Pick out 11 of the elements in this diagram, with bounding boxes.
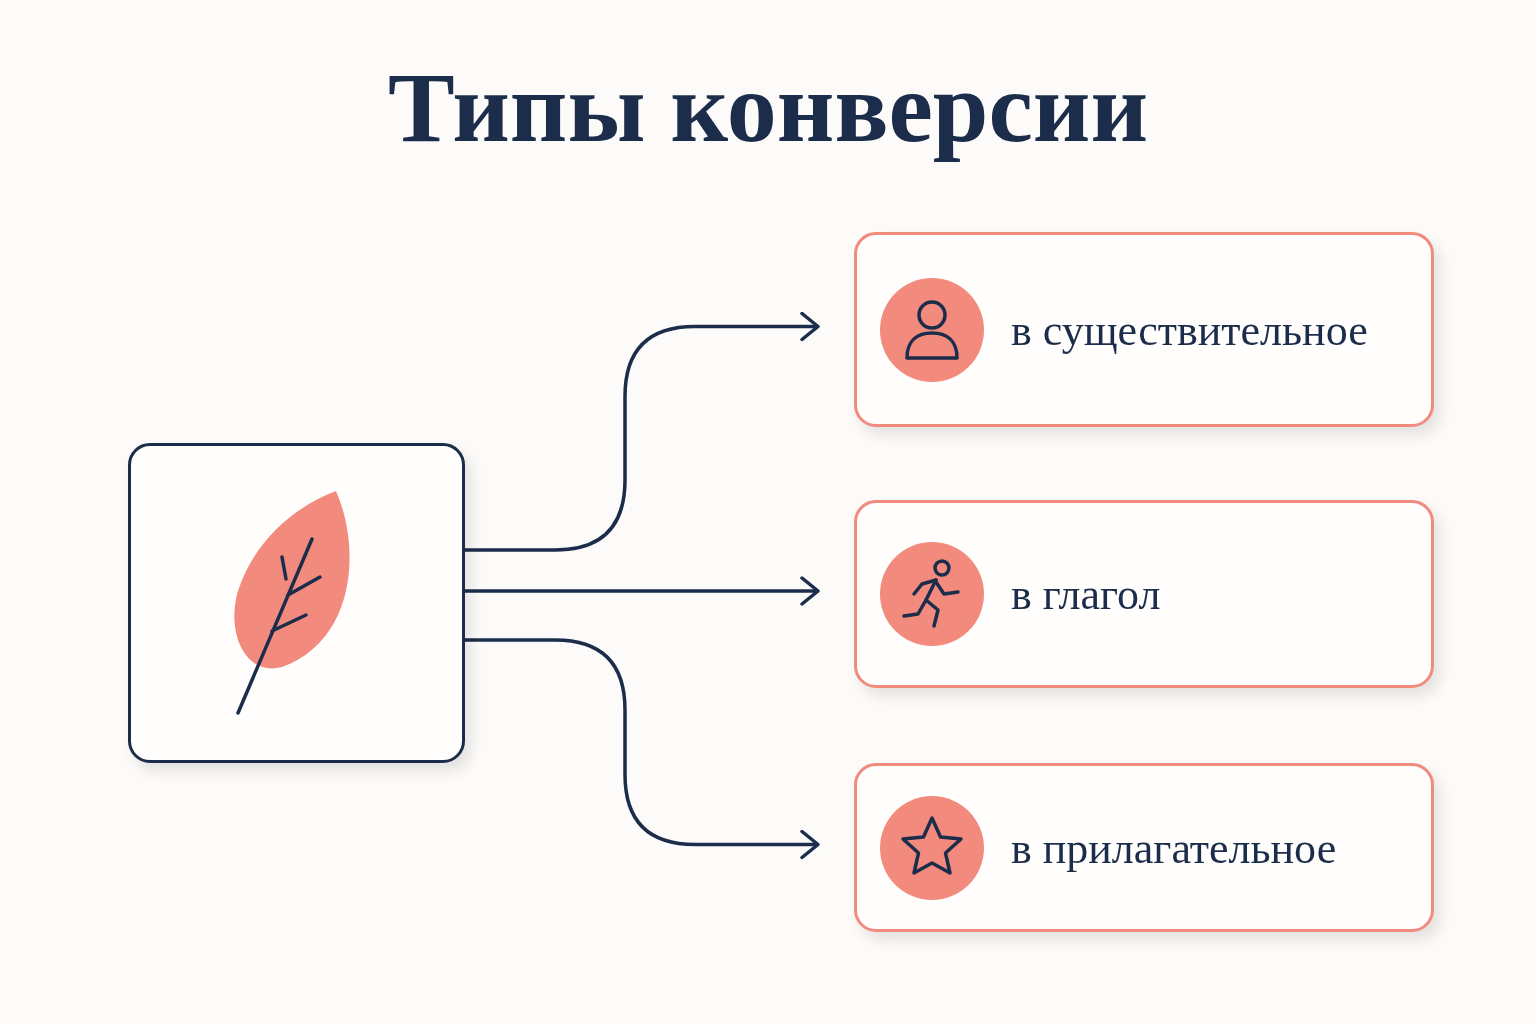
- category-label: в глагол: [1011, 568, 1161, 620]
- diagram-title: Типы конверсии: [386, 51, 1150, 165]
- category-label: в существительное: [1011, 304, 1368, 355]
- category-box: [854, 232, 1434, 427]
- category-label: в прилагательное: [1011, 822, 1337, 873]
- arrow: [463, 576, 820, 606]
- source-box: [128, 443, 465, 763]
- category-box: [854, 763, 1434, 932]
- category-box: [854, 500, 1434, 688]
- arrow: [465, 638, 820, 860]
- arrow: [465, 311, 820, 552]
